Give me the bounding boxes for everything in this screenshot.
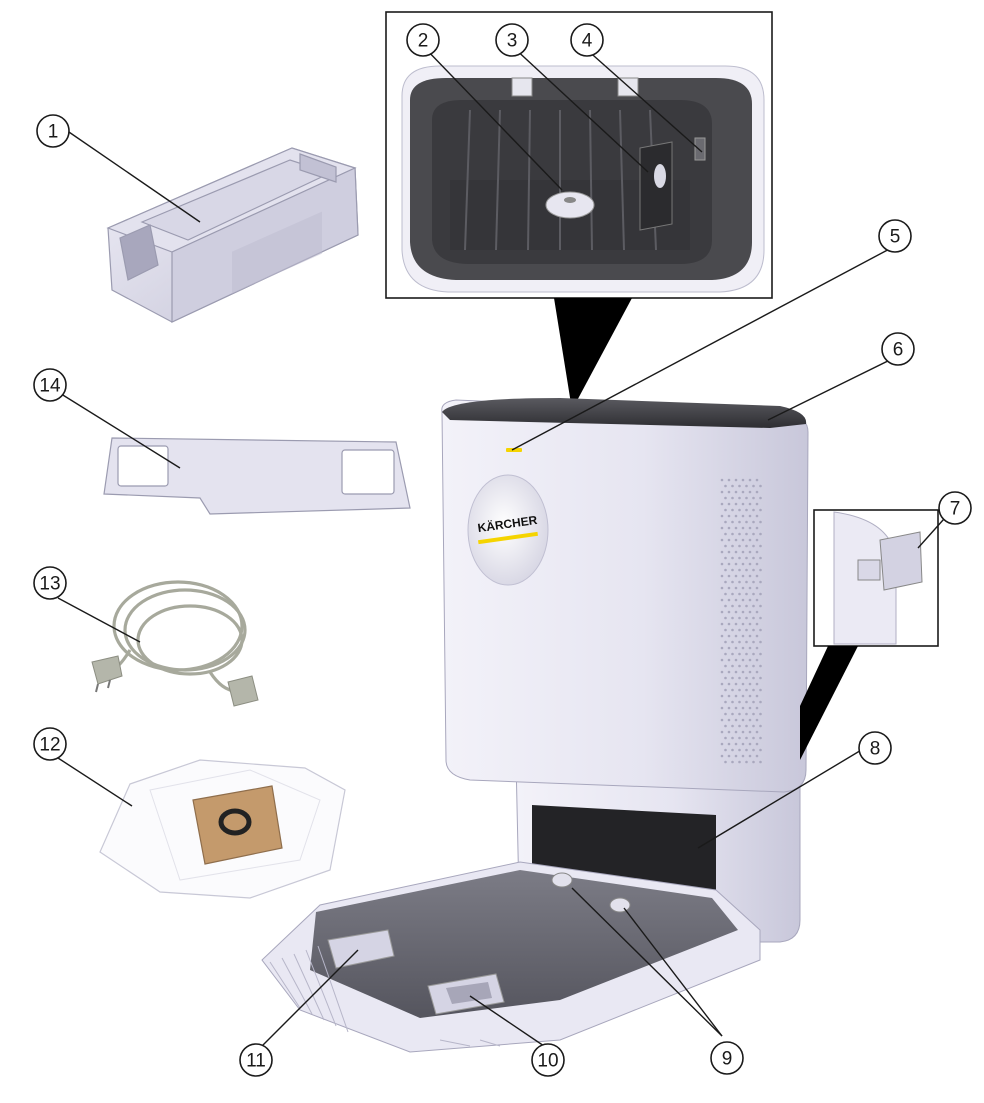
dust-container xyxy=(106,147,359,323)
inset-bin-detail xyxy=(385,11,773,299)
callout-10: 10 xyxy=(531,1043,565,1077)
charging-contacts xyxy=(551,872,631,913)
svg-text:6: 6 xyxy=(893,340,904,361)
svg-text:11: 11 xyxy=(246,1051,266,1072)
callout-8: 8 xyxy=(858,731,892,765)
callout-2: 2 xyxy=(406,23,440,57)
bin-filter-disc xyxy=(545,191,595,219)
handle-inset-pointer xyxy=(800,646,858,760)
callout-5: 5 xyxy=(878,219,912,253)
svg-text:13: 13 xyxy=(39,574,60,595)
callout-11: 11 xyxy=(239,1043,273,1077)
inset-pointer xyxy=(554,298,632,410)
svg-text:7: 7 xyxy=(950,499,961,520)
callout-4: 4 xyxy=(570,23,604,57)
callout-14: 14 xyxy=(33,368,67,402)
dust-bag xyxy=(99,759,346,899)
callout-3: 3 xyxy=(495,23,529,57)
svg-text:1: 1 xyxy=(48,122,59,143)
power-cord xyxy=(107,580,247,693)
callout-6: 6 xyxy=(881,332,915,366)
tray-plate xyxy=(103,437,411,515)
wheel-pocket-left xyxy=(327,929,395,969)
vent-grille xyxy=(718,470,766,760)
bag-seal-ring xyxy=(218,808,252,836)
svg-text:8: 8 xyxy=(870,739,881,760)
svg-text:3: 3 xyxy=(507,31,518,52)
svg-text:5: 5 xyxy=(890,227,901,248)
svg-text:12: 12 xyxy=(39,735,60,756)
svg-text:14: 14 xyxy=(39,376,61,397)
brand-badge: KÄRCHER xyxy=(467,474,549,586)
power-plug xyxy=(91,655,123,693)
station-body: KÄRCHER xyxy=(441,398,809,943)
svg-text:4: 4 xyxy=(582,31,593,52)
inset-handle-detail xyxy=(813,509,939,647)
appliance-connector xyxy=(227,675,259,707)
svg-text:10: 10 xyxy=(537,1051,558,1072)
station-lid xyxy=(442,398,807,428)
callout-7: 7 xyxy=(938,491,972,525)
docking-base xyxy=(261,861,761,1053)
vent-dots xyxy=(720,478,762,764)
wheel-pocket-right xyxy=(427,973,505,1015)
callout-1: 1 xyxy=(36,114,70,148)
callout-9: 9 xyxy=(710,1041,744,1075)
callout-12: 12 xyxy=(33,727,67,761)
brand-logo-stripe xyxy=(478,531,538,545)
status-indicator-led xyxy=(506,448,522,452)
svg-text:2: 2 xyxy=(418,31,429,52)
callout-13: 13 xyxy=(33,566,67,600)
svg-text:9: 9 xyxy=(722,1049,733,1070)
